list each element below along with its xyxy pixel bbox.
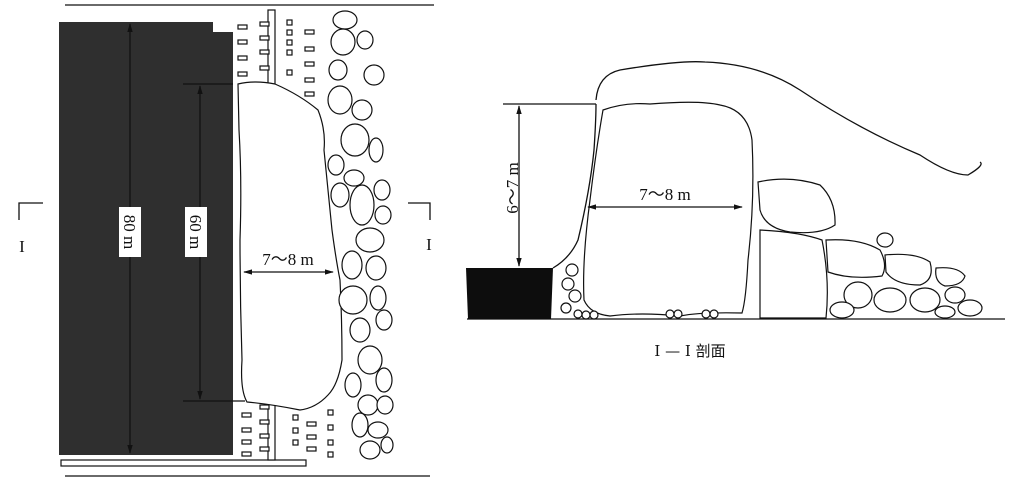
plan-width-label: 7～8 m (262, 250, 313, 269)
section-width-label: 7～8 m (639, 185, 690, 204)
section-view: 6～7 m 7～8 m I — I 剖面 (466, 61, 1005, 360)
coal-block (59, 22, 233, 455)
overburden-curve (595, 61, 982, 176)
section-caption: I — I 剖面 (654, 342, 725, 360)
caved-roof-rock-plan (237, 81, 343, 411)
support-pillars (237, 19, 334, 458)
coal-seam-block (466, 268, 553, 319)
label-80m: 80 m (120, 215, 139, 249)
plan-view: 80 m 60 m 7～8 m I I (18, 4, 434, 477)
height-label: 6～7 m (503, 162, 522, 213)
section-mark-right: I (426, 235, 432, 254)
label-60m: 60 m (186, 215, 205, 249)
caved-roof-block (583, 101, 754, 317)
gob-rubble (327, 10, 394, 460)
section-mark-right-icon (408, 202, 431, 220)
coal-wall-edge (552, 103, 597, 269)
caved-rubble (560, 178, 983, 320)
section-mark-left: I (19, 237, 25, 256)
section-mark-left-icon (18, 202, 43, 220)
rail-track (60, 459, 307, 467)
